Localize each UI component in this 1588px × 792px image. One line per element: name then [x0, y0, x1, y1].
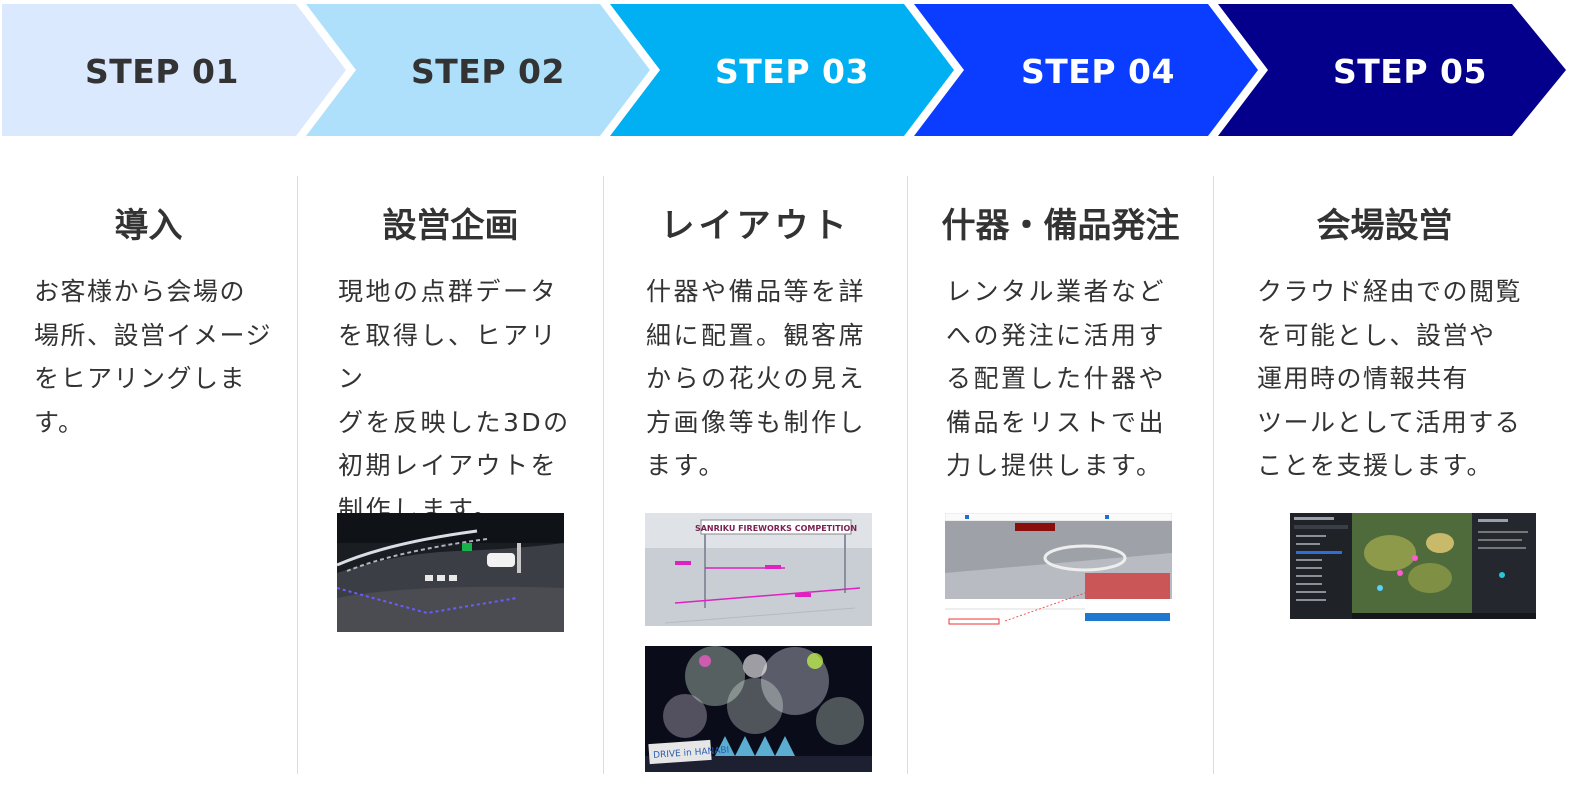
- column-desc-ordering: レンタル業者など への発注に活用す る配置した什器や 備品をリストで出 力し提供…: [946, 270, 1182, 488]
- column-divider: [907, 176, 908, 774]
- column-title-setup: 会場設営: [1232, 204, 1537, 248]
- column-title-layout: レイアウト: [604, 204, 907, 248]
- column-divider: [603, 176, 604, 774]
- column-divider: [297, 176, 298, 774]
- step-01-label: STEP 01: [20, 52, 304, 92]
- column-desc-planning: 現地の点群データ を取得し、ヒアリン グを反映した3Dの 初期レイアウトを 制作…: [338, 270, 574, 531]
- column-divider: [1213, 176, 1214, 774]
- equipment-list-image: [945, 513, 1172, 628]
- fireworks-image: DRIVE in HANABI: [645, 646, 872, 772]
- column-desc-layout: 什器や備品等を詳 細に配置。観客席 からの花火の見え 方画像等も制作し ます。: [646, 270, 882, 488]
- point-cloud-image: [337, 513, 564, 632]
- column-title-intro: 導入: [0, 204, 297, 248]
- banner-text: SANRIKU FIREWORKS COMPETITION: [695, 524, 857, 533]
- column-desc-setup: クラウド経由での閲覧 を可能とし、設営や 運用時の情報共有 ツールとして活用する…: [1257, 270, 1522, 488]
- step-03-label: STEP 03: [650, 52, 934, 92]
- column-title-planning: 設営企画: [298, 204, 603, 248]
- step-05-label: STEP 05: [1266, 52, 1554, 92]
- step-04-label: STEP 04: [954, 52, 1242, 92]
- column-title-ordering: 什器・備品発注: [908, 204, 1213, 248]
- cloud-viewer-image: [1290, 513, 1536, 619]
- step-02-label: STEP 02: [346, 52, 630, 92]
- layout-3d-image: SANRIKU FIREWORKS COMPETITION: [645, 513, 872, 626]
- column-desc-intro: お客様から会場の 場所、設営イメージ をヒアリングします。: [34, 270, 279, 444]
